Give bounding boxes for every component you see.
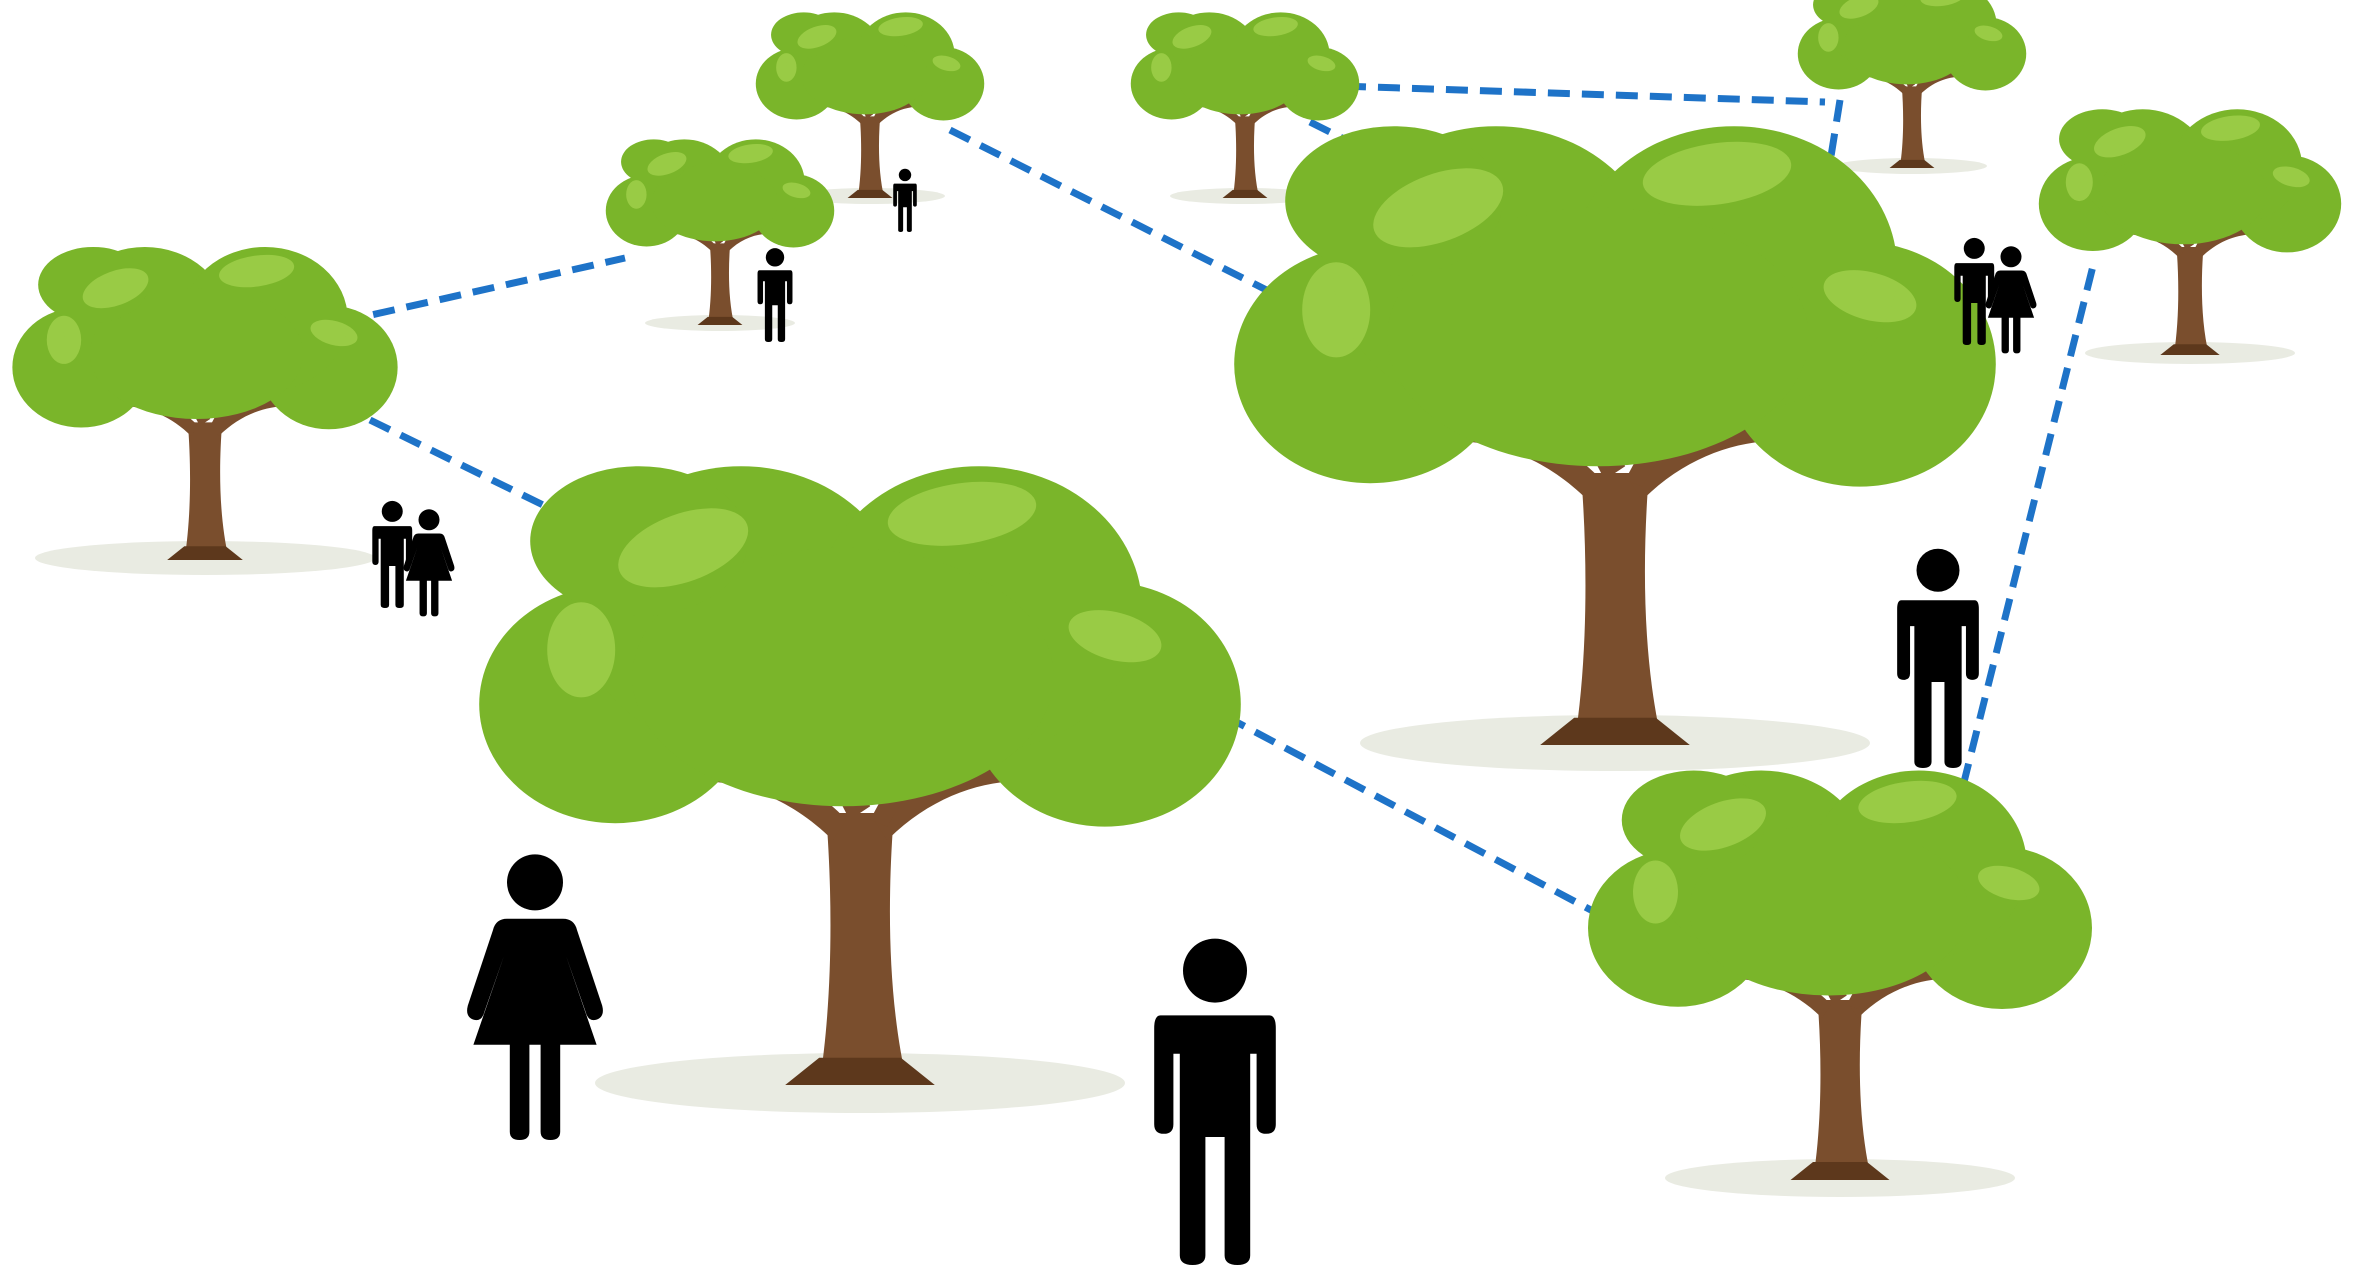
tree-medium-lower-right-icon	[1588, 770, 2092, 1180]
connection-tree-far-left-to-tree-large-center-left	[368, 416, 657, 564]
person-man-right-man-icon	[1897, 548, 1979, 768]
person-man-top-center-man-icon	[893, 168, 917, 232]
tree-far-right-icon	[2038, 109, 2342, 355]
person-man-lower-center-man-icon	[1154, 938, 1276, 1265]
couple-right-woman-icon	[1985, 246, 2037, 354]
couple-left-woman-icon	[403, 509, 455, 617]
tree-far-left-icon	[12, 246, 398, 560]
person-woman-lower-left-woman-icon	[467, 854, 603, 1140]
couple-left-man-icon	[372, 500, 413, 608]
connection-tree-small-top-right-center-to-tree-small-top-right	[1309, 81, 1826, 106]
tree-small-upper-left-icon	[605, 139, 835, 325]
trees	[12, 0, 2342, 1180]
connection-tree-far-left-to-tree-small-upper-left	[339, 254, 626, 326]
connection-tree-medium-lower-right-to-tree-far-right	[1951, 257, 2099, 819]
tree-large-center-right-icon	[1234, 126, 1996, 745]
connection-tree-large-center-left-to-tree-medium-lower-right	[1193, 696, 1640, 939]
